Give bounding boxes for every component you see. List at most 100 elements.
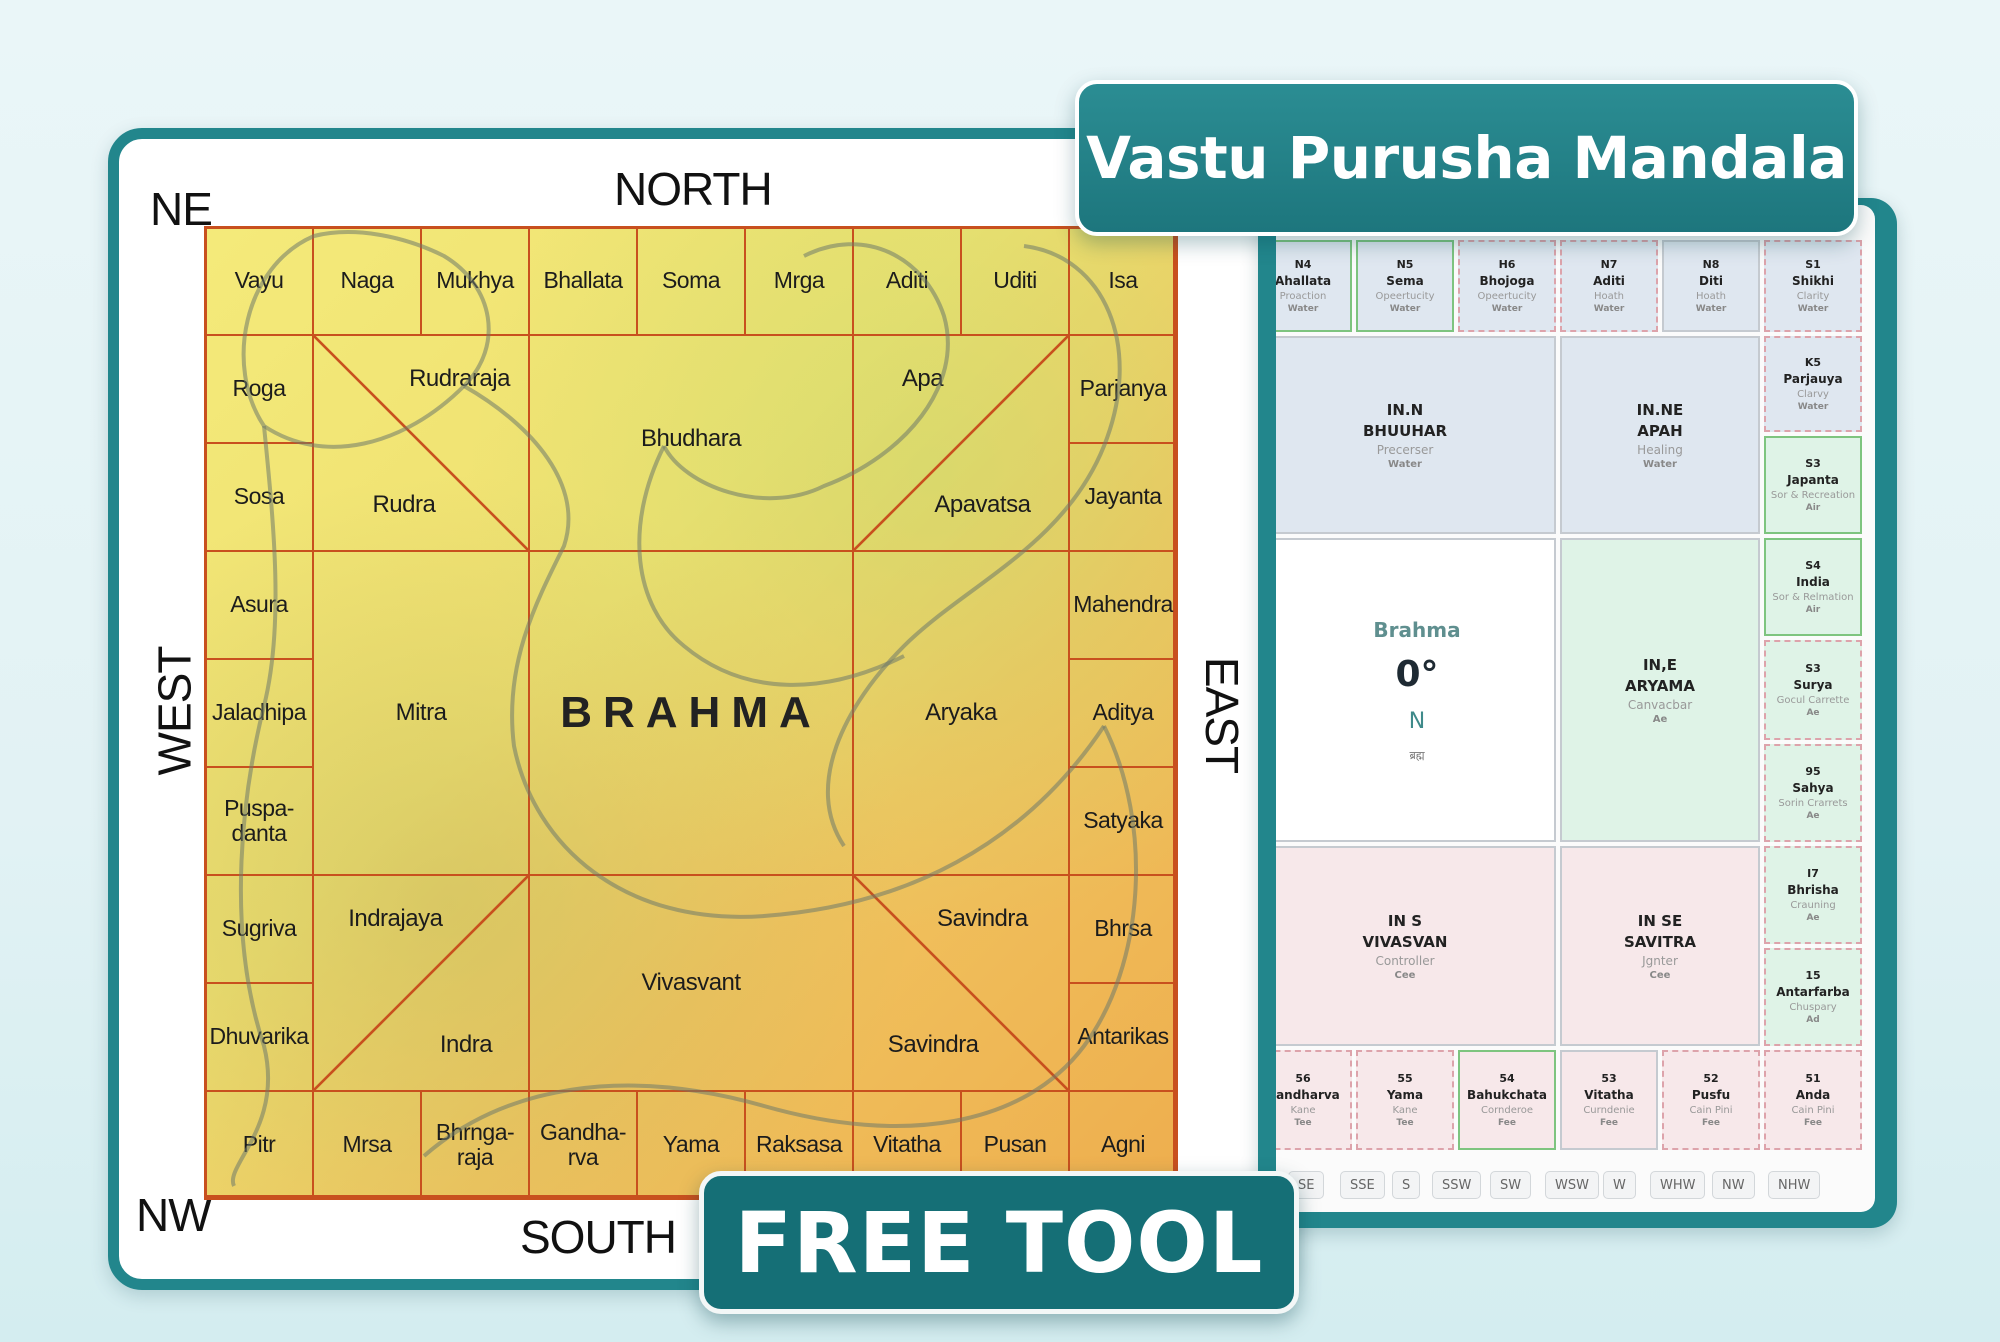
pada-vayu[interactable]: Vayu [204, 226, 314, 336]
zone-code: 15 [1805, 969, 1821, 982]
pada-pitr[interactable]: Pitr [204, 1090, 314, 1200]
block-center[interactable]: BRAHMA [528, 550, 854, 876]
zone-name: Surya [1793, 678, 1833, 692]
zone-name: Sema [1386, 274, 1424, 288]
cell-label: Soma [661, 267, 721, 294]
pada-bhrsa[interactable]: Bhrsa [1068, 874, 1178, 984]
block-middle-right[interactable]: Aryaka [852, 550, 1070, 876]
zone-name: India [1796, 575, 1830, 589]
direction-button-ssw[interactable]: SSW [1432, 1171, 1482, 1199]
zone-element: Ad [1806, 1015, 1820, 1025]
zone-role: Opeertucity [1477, 291, 1537, 302]
zone-role: Crauning [1790, 900, 1836, 911]
pada-parjanya[interactable]: Parjanya [1068, 334, 1178, 444]
pada-soma[interactable]: Soma [636, 226, 746, 336]
pada-sugriva[interactable]: Sugriva [204, 874, 314, 984]
pada-mahendra[interactable]: Mahendra [1068, 550, 1178, 660]
cell-label: Bhrnga- raja [435, 1118, 515, 1170]
pada-dhuvarika[interactable]: Dhuvarika [204, 982, 314, 1092]
block-bottom-middle[interactable]: Vivasvant [528, 874, 854, 1092]
pada-mrga[interactable]: Mrga [744, 226, 854, 336]
zone-element: Water [1593, 304, 1625, 314]
pada-bhallata[interactable]: Bhallata [528, 226, 638, 336]
cell-label: Mrga [773, 267, 825, 294]
pada-jayanta[interactable]: Jayanta [1068, 442, 1178, 552]
direction-button-nhw[interactable]: NHW [1768, 1171, 1821, 1199]
zone-element: Fee [1804, 1118, 1822, 1128]
cell-label: Gandha- rva [539, 1118, 627, 1170]
direction-button-sw[interactable]: SW [1490, 1171, 1532, 1199]
zone-gandharva[interactable]: 56GandharvaKaneTee [1276, 1050, 1352, 1150]
zone-code: S1 [1805, 258, 1821, 271]
direction-button-w[interactable]: W [1603, 1171, 1636, 1199]
pada-puspadanta[interactable]: Puspa- danta [204, 766, 314, 876]
zone-role: Healing [1637, 442, 1683, 457]
zone-name: APAH [1637, 421, 1683, 440]
pada-mukhya[interactable]: Mukhya [420, 226, 530, 336]
pada-aditi[interactable]: Aditi [852, 226, 962, 336]
direction-button-whw[interactable]: WHW [1650, 1171, 1706, 1199]
pada-isa[interactable]: Isa [1068, 226, 1178, 336]
cell-label: Jayanta [1084, 483, 1162, 510]
zone-element: Ae [1806, 708, 1820, 718]
pada-aditya[interactable]: Aditya [1068, 658, 1178, 768]
block-middle-left[interactable]: Mitra [312, 550, 530, 876]
pada-gandharva[interactable]: Gandha- rva [528, 1090, 638, 1200]
pada-jaladhipa[interactable]: Jaladhipa [204, 658, 314, 768]
cell-label: Sosa [233, 483, 285, 510]
cell-label: Sugriva [221, 915, 297, 942]
label-brahma: BRAHMA [560, 687, 822, 737]
pada-satyaka[interactable]: Satyaka [1068, 766, 1178, 876]
pada-naga[interactable]: Naga [312, 226, 422, 336]
zone-element: Air [1805, 605, 1821, 615]
pada-antarikas[interactable]: Antarikas [1068, 982, 1178, 1092]
cell-label: Puspa- danta [224, 794, 294, 846]
zone-name: VIVASVAN [1362, 932, 1448, 951]
zone-role: Clarvy [1797, 389, 1829, 400]
label-north: NORTH [614, 163, 773, 215]
pada-uditi[interactable]: Uditi [960, 226, 1070, 336]
direction-button-wsw[interactable]: WSW [1545, 1171, 1599, 1199]
pada-bhrngaraja[interactable]: Bhrnga- raja [420, 1090, 530, 1200]
direction-button-sse[interactable]: SSE [1340, 1171, 1385, 1199]
zone-name: Antarfarba [1776, 985, 1850, 999]
block-top-middle[interactable]: Bhudhara [528, 334, 854, 552]
pada-mrsa[interactable]: Mrsa [312, 1090, 422, 1200]
direction-button-s[interactable]: S [1392, 1171, 1421, 1199]
zone-role: Chuspary [1789, 1002, 1837, 1013]
pada-roga[interactable]: Roga [204, 334, 314, 444]
direction-button-nw[interactable]: NW [1712, 1171, 1755, 1199]
free-tool-badge[interactable]: FREE TOOL [699, 1171, 1299, 1314]
pada-sosa[interactable]: Sosa [204, 442, 314, 552]
cell-label: Bhallata [543, 267, 623, 294]
pada-asura[interactable]: Asura [204, 550, 314, 660]
